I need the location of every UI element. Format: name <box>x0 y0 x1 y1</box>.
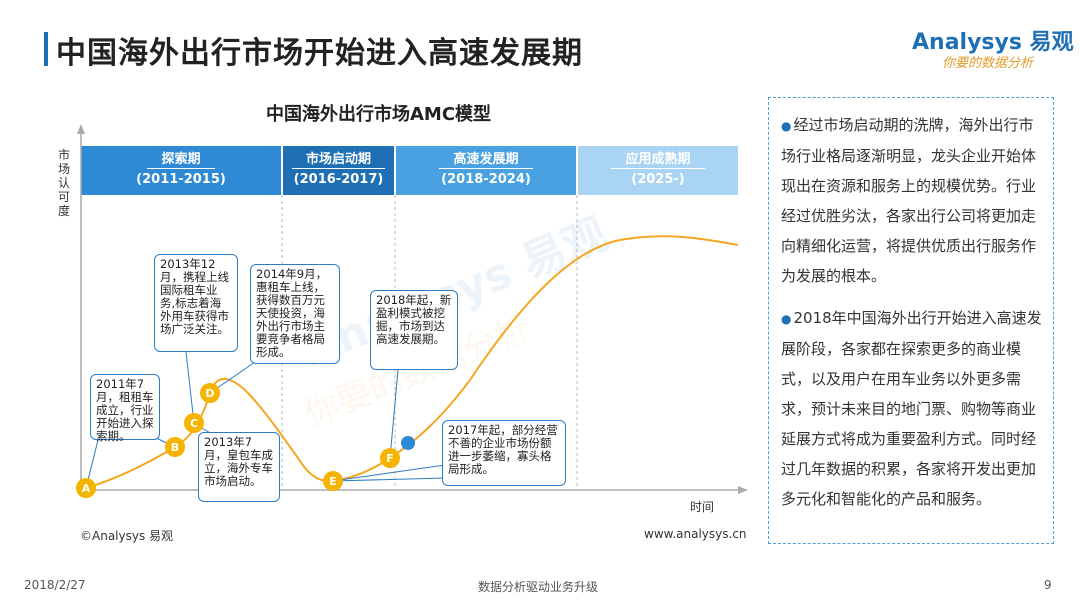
callout-pointer <box>332 477 446 482</box>
insight-panel: ●经过市场启动期的洗牌，海外出行市场行业格局逐渐明显，龙头企业开始体现出在资源和… <box>768 97 1054 544</box>
callout-b: 2013年12月，携程上线国际租车业务,标志着海外用车获得市场广泛关注。 <box>154 254 238 352</box>
x-axis-arrow <box>738 486 748 494</box>
phase-name: 应用成熟期 <box>611 152 705 169</box>
stage-point-b <box>165 437 185 457</box>
stage-point-c <box>184 413 204 433</box>
stage-point-e <box>323 471 343 491</box>
stage-label-c: C <box>190 417 198 430</box>
stage-label-e: E <box>329 475 337 488</box>
phase-name: 高速发展期 <box>439 152 533 169</box>
phase-name: 市场启动期 <box>291 152 385 169</box>
stage-label-a: A <box>82 482 91 495</box>
callout-pointer <box>332 464 446 482</box>
insight-paragraph: ●经过市场启动期的洗牌，海外出行市场行业格局逐渐明显，龙头企业开始体现出在资源和… <box>781 110 1047 291</box>
stage-point-a <box>76 478 96 498</box>
callout-pointer <box>209 359 259 394</box>
chart-title: 中国海外出行市场AMC模型 <box>266 104 492 125</box>
page-title: 中国海外出行市场开始进入高速发展期 <box>56 36 583 71</box>
phase-years: (2025-) <box>631 172 685 187</box>
phase-years: (2016-2017) <box>293 172 384 187</box>
phase-name: 探索期 <box>147 152 215 169</box>
copyright: ©Analysys 易观 <box>80 529 174 543</box>
page-number: 9 <box>1044 578 1052 592</box>
insight-text: 2018年中国海外出行开始进入高速发展阶段，各家都在探索更多的商业模式，以及用户… <box>781 309 1042 508</box>
callout-e: 2017年起，部分经营不善的企业市场份额进一步萎缩，寡头格局形成。 <box>442 420 566 486</box>
analysys-logo: Analysys 易观 <box>912 24 1074 56</box>
footer-date: 2018/2/27 <box>24 578 86 592</box>
phase-years: (2011-2015) <box>136 172 226 187</box>
x-axis-label: 时间 <box>690 500 715 514</box>
phase-launch: 市场启动期 (2016-2017) <box>283 146 394 195</box>
source-url[interactable]: www.analysys.cn <box>644 527 747 541</box>
bullet-icon: ● <box>781 119 792 133</box>
insight-text: 经过市场启动期的洗牌，海外出行市场行业格局逐渐明显，龙头企业开始体现出在资源和服… <box>781 116 1037 285</box>
stage-label-f: F <box>386 452 394 465</box>
callout-pointer <box>85 439 99 489</box>
callout-d: 2014年9月，惠租车上线，获得数百万元天使投资，海外出行市场主要竞争者格局形成… <box>250 264 340 364</box>
phase-maturity: 应用成熟期 (2025-) <box>578 146 738 195</box>
stage-label-d: D <box>205 387 214 400</box>
callout-c: 2013年7月，皇包车成立，海外专车市场启动。 <box>198 432 280 502</box>
callout-pointer <box>389 369 399 459</box>
insight-paragraph: ●2018年中国海外出行开始进入高速发展阶段，各家都在探索更多的商业模式，以及用… <box>781 303 1047 514</box>
logo-slogan: 你要的数据分析 <box>942 56 1034 71</box>
y-axis-label: 市场认可度 <box>58 148 71 218</box>
bullet-icon: ● <box>781 312 792 326</box>
stage-point-f <box>380 448 400 468</box>
callout-f: 2018年起，新盈利模式被挖掘，市场到达高速发展期。 <box>370 290 458 370</box>
stage-point-d <box>200 383 220 403</box>
phase-years: (2018-2024) <box>441 172 531 187</box>
callout-pointer <box>185 351 195 424</box>
y-axis-arrow <box>77 124 85 134</box>
footer-slogan: 数据分析驱动业务升级 <box>478 580 599 594</box>
callout-a: 2011年7月，租租车成立，行业开始进入探索期。 <box>90 374 160 443</box>
logo-text: nalysys 易观 <box>929 30 1074 55</box>
stage-label-b: B <box>171 441 179 454</box>
current-position-dot <box>401 436 415 450</box>
title-accent-bar <box>44 32 48 66</box>
phase-exploration: 探索期 (2011-2015) <box>81 146 281 195</box>
phase-rapid-growth: 高速发展期 (2018-2024) <box>396 146 576 195</box>
logo-prefix: A <box>912 30 930 55</box>
